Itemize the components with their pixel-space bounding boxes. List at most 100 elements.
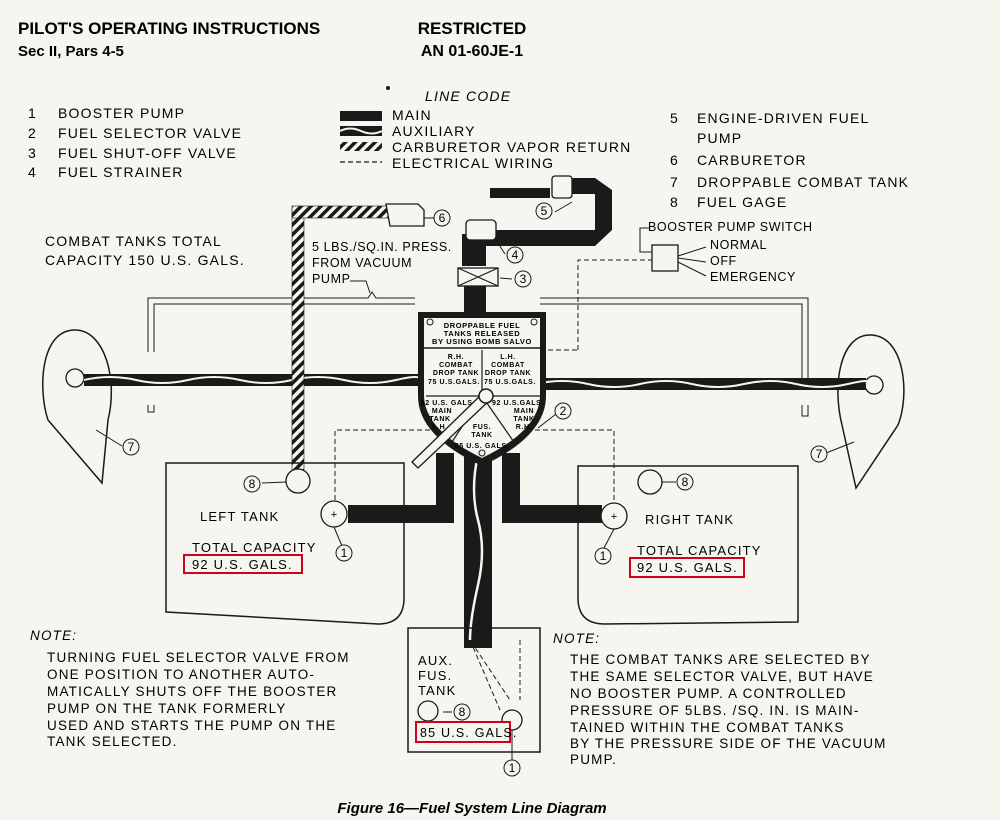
valve-lh-main: MAIN — [432, 408, 452, 415]
right-drop-tank-outlet — [864, 375, 884, 395]
main-line-aux-down — [464, 450, 492, 648]
valve-lh-main: L.H. — [432, 424, 448, 431]
note-left-line: TANK SELECTED. — [47, 734, 178, 749]
aux-tank-label: TANK — [418, 683, 457, 698]
legend-left: 1 BOOSTER PUMP 2 FUEL SELECTOR VALVE 3 F… — [28, 105, 242, 180]
dot-mark — [386, 86, 390, 90]
right-tank-cap-value: 92 U.S. GALS. — [637, 560, 738, 575]
callout-circle — [594, 547, 612, 565]
valve-lh-main: 92 U.S. GALS. — [421, 400, 475, 407]
line-code-vapor: CARBURETOR VAPOR RETURN — [392, 139, 631, 155]
note-left-title: NOTE: — [30, 628, 77, 643]
line-code-aux: AUXILIARY — [392, 123, 476, 139]
note-left-line: PUMP ON THE TANK FORMERLY — [47, 701, 287, 716]
callout-1-right: 1 — [600, 549, 607, 563]
left-tank — [165, 462, 405, 625]
callout-circle — [243, 475, 261, 493]
legend-label: FUEL SHUT-OFF VALVE — [58, 145, 237, 161]
note-left-line: ONE POSITION TO ANOTHER AUTO- — [47, 667, 315, 682]
valve-rh-combat: COMBAT — [439, 362, 473, 369]
note-right-line: NO BOOSTER PUMP. A CONTROLLED — [570, 686, 847, 701]
legend-num: 4 — [28, 164, 37, 180]
callout-7-left: 7 — [128, 440, 135, 454]
note-right-line: PUMP. — [570, 752, 617, 767]
main-line-pump-loop — [486, 178, 612, 246]
aux-fuel-gage — [417, 700, 439, 722]
aux-line-stripe — [339, 127, 383, 135]
note-left-line: TURNING FUEL SELECTOR VALVE FROM — [47, 650, 350, 665]
note-left-line: USED AND STARTS THE PUMP ON THE — [47, 718, 337, 733]
legend-right: 5 ENGINE-DRIVEN FUEL PUMP 6 CARBURETOR 7… — [670, 110, 908, 210]
callout-1-aux: 1 — [509, 761, 516, 775]
switch-leader — [639, 227, 652, 253]
aux-fus-stripe — [468, 454, 484, 641]
main-line-right-tank — [502, 505, 602, 523]
legend-num: 2 — [28, 125, 37, 141]
right-tank-cap-label: TOTAL CAPACITY — [637, 543, 762, 558]
callout-6: 6 — [439, 211, 446, 225]
right-tank-name: RIGHT TANK — [645, 512, 734, 527]
valve-fus: TANK — [471, 432, 492, 439]
vacuum-label: FROM VACUUM — [312, 256, 412, 270]
valve-rh-combat: R.H. — [448, 354, 464, 361]
line-code-legend: LINE CODE MAIN AUXILIARY CARBURETOR VAPO… — [339, 86, 631, 171]
note-right-line: THE SAME SELECTOR VALVE, BUT HAVE — [570, 669, 874, 684]
callout-circle — [676, 473, 694, 491]
callout-circle — [535, 202, 553, 220]
plus-icon: + — [331, 509, 337, 521]
note-left: NOTE: TURNING FUEL SELECTOR VALVE FROM O… — [30, 628, 350, 749]
selector-hub — [478, 388, 494, 404]
left-tank-cap-value: 92 U.S. GALS. — [192, 557, 293, 572]
left-tank-cap-label: TOTAL CAPACITY — [192, 540, 317, 555]
aux-tank-label: AUX. — [418, 653, 453, 668]
vapor-return-vertical — [291, 207, 305, 471]
valve-rh-combat: 75 U.S.GALS. — [428, 379, 480, 386]
aux-tank-highlight — [415, 721, 511, 743]
legend-num: 8 — [670, 194, 679, 210]
legend-label: CARBURETOR — [697, 152, 807, 168]
doc-number: AN 01-60JE-1 — [421, 43, 523, 60]
left-tank-name: LEFT TANK — [200, 509, 279, 524]
right-aux-stripe — [535, 380, 869, 388]
line-code-electrical: ELECTRICAL WIRING — [392, 155, 554, 171]
main-line-left-tank — [348, 505, 454, 523]
main-line-left-down — [436, 453, 454, 513]
left-fuel-gage — [285, 468, 311, 494]
left-drop-tank — [42, 329, 113, 485]
main-line-top — [490, 188, 550, 198]
doc-section: Sec II, Pars 4-5 — [18, 43, 124, 60]
aux-tank-cap-value: 85 U.S. GALS. — [420, 726, 518, 740]
note-right-line: TAINED WITHIN THE COMBAT TANKS — [570, 720, 845, 735]
main-line-shutoff — [464, 285, 486, 315]
callout-8-right: 8 — [682, 475, 689, 489]
callout-circle — [506, 246, 524, 264]
legend-num: 5 — [670, 110, 679, 126]
callout-3: 3 — [520, 272, 527, 286]
pressure-line — [147, 291, 809, 417]
callout-leaders — [95, 201, 855, 760]
callout-5: 5 — [541, 204, 548, 218]
valve-top-2: TANKS RELEASED — [444, 329, 521, 338]
legend-num: 3 — [28, 145, 37, 161]
callout-2: 2 — [560, 404, 567, 418]
note-right-line: BY THE PRESSURE SIDE OF THE VACUUM — [570, 736, 887, 751]
valve-fus: 85 U.S. GALS. — [455, 443, 509, 450]
main-line-right-down — [502, 453, 520, 513]
legend-label: BOOSTER PUMP — [58, 105, 185, 121]
vacuum-leader — [350, 280, 371, 294]
callout-badges: 6 5 4 3 2 7 7 8 8 8 1 1 1 — [122, 202, 828, 777]
fuel-strainer — [465, 219, 497, 241]
callout-circle — [433, 209, 451, 227]
left-drop-tank-outlet — [65, 368, 85, 388]
callout-8-left: 8 — [249, 477, 256, 491]
valve-lh-main: TANK — [429, 416, 450, 423]
valve-rh-main: MAIN — [514, 408, 534, 415]
vacuum-label: 5 LBS./SQ.IN. PRESS. — [312, 240, 452, 254]
vacuum-label: PUMP — [312, 272, 351, 286]
callout-circle — [503, 759, 521, 777]
legend-label: FUEL STRAINER — [58, 164, 184, 180]
callout-1-left: 1 — [341, 546, 348, 560]
callout-circle — [122, 438, 140, 456]
legend-label: FUEL SELECTOR VALVE — [58, 125, 242, 141]
left-tank-highlight — [183, 554, 303, 574]
